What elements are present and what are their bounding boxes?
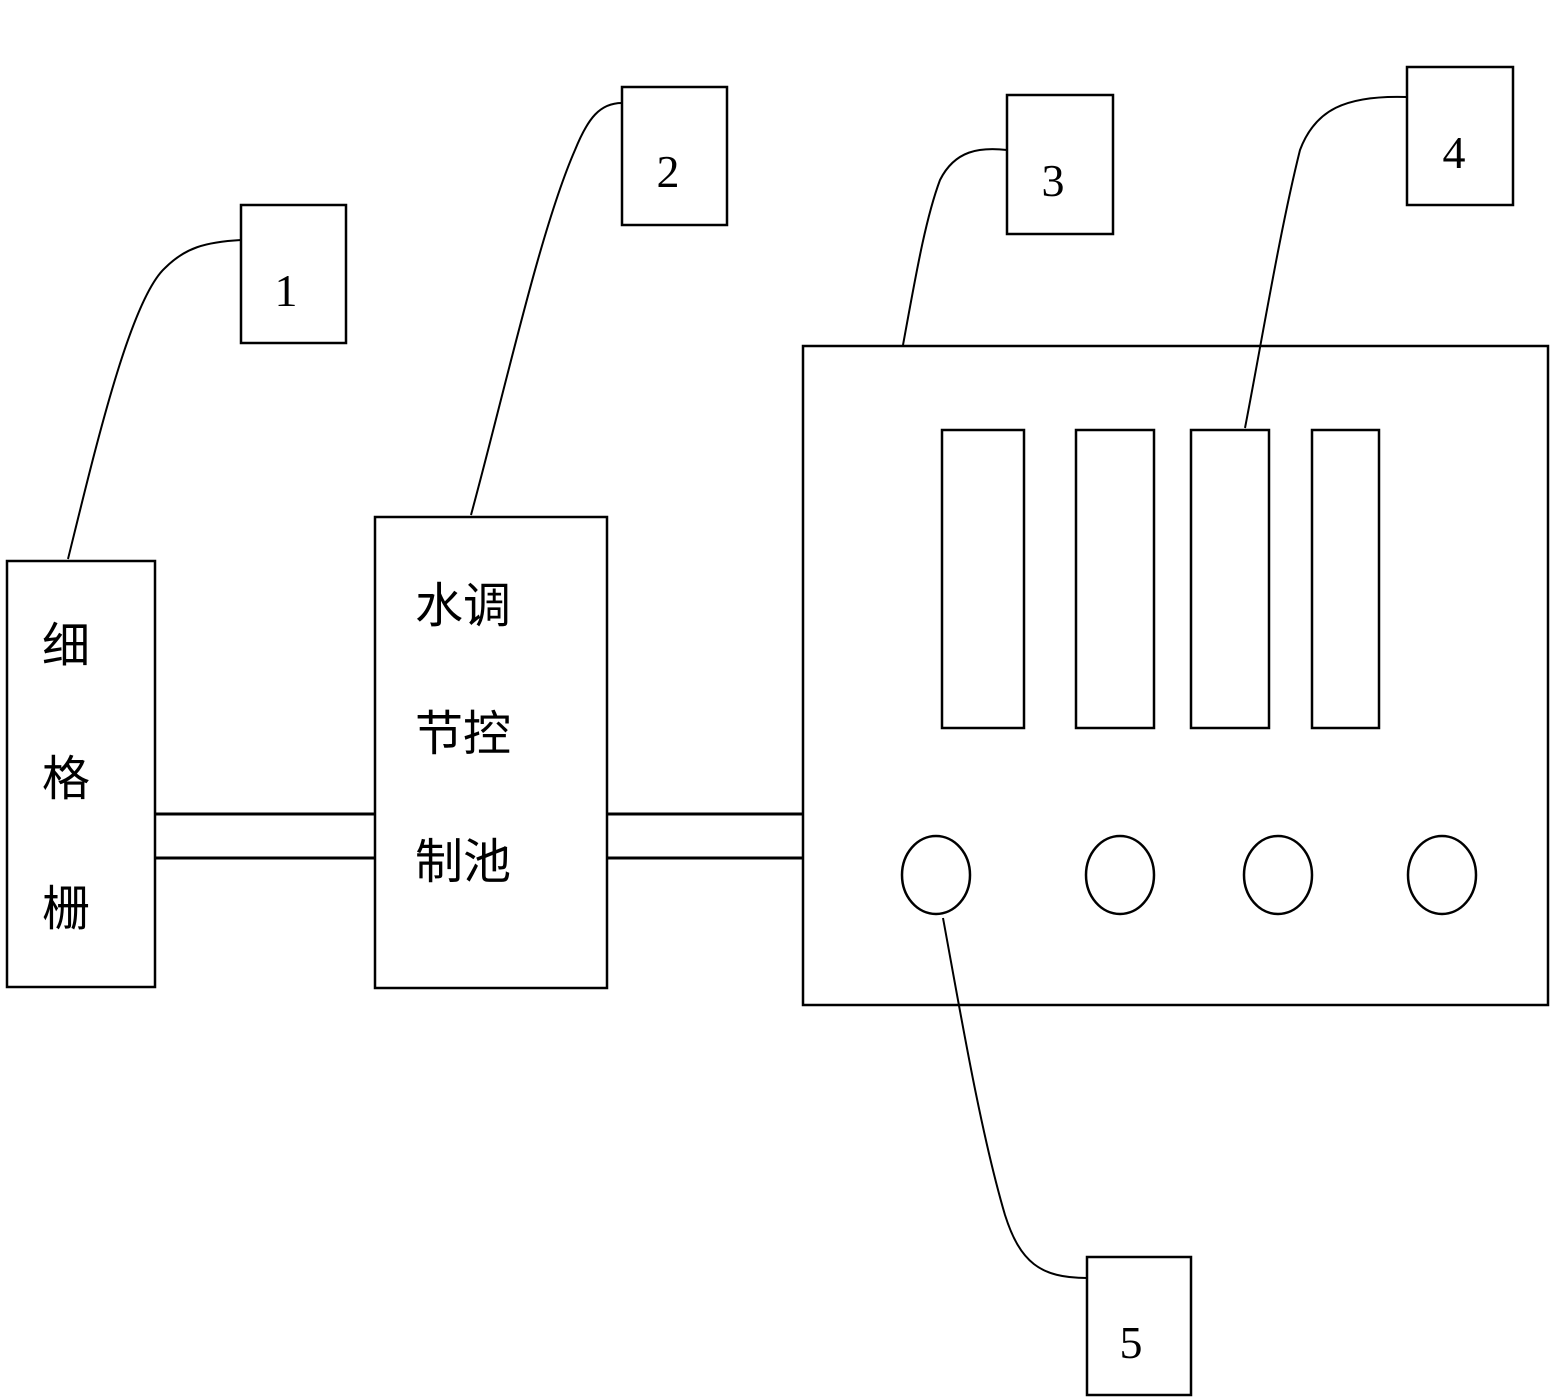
fine-screen-label-2: 格	[42, 751, 90, 807]
callout-1: 1	[239, 203, 348, 345]
leader-line-5	[942, 917, 1088, 1279]
module-3	[1189, 428, 1271, 730]
aerator-4	[1406, 834, 1478, 916]
callout-5-label: 5	[1120, 1317, 1143, 1368]
leader-line-1	[67, 239, 242, 560]
module-1	[940, 428, 1026, 730]
aerator-2	[1084, 834, 1156, 916]
callout-1-label: 1	[275, 265, 298, 316]
aerator-1	[900, 834, 972, 916]
callout-3: 3	[1005, 93, 1115, 236]
regulating-tank-label-1: 水调	[415, 578, 511, 634]
callout-4: 4	[1405, 65, 1515, 207]
module-4	[1310, 428, 1381, 730]
callout-3-label: 3	[1042, 155, 1065, 206]
pipe-screen-to-tank	[155, 812, 375, 860]
regulating-tank-block: 水调 节控 制池	[373, 515, 609, 990]
leader-line-4	[1244, 95, 1408, 429]
pipe-tank-to-reactor	[607, 812, 803, 860]
aerator-3	[1242, 834, 1314, 916]
fine-screen-block: 细 格 栅	[5, 559, 157, 989]
fine-screen-label-1: 细	[42, 618, 90, 674]
callout-5: 5	[1085, 1255, 1193, 1397]
leader-line-3	[902, 148, 1008, 346]
module-2	[1074, 428, 1156, 730]
callout-2-label: 2	[657, 146, 680, 197]
reactor-block	[801, 344, 1550, 1007]
leader-line-2	[470, 102, 623, 516]
regulating-tank-label-3: 制池	[415, 834, 511, 890]
fine-screen-label-3: 栅	[42, 881, 90, 937]
callout-4-label: 4	[1443, 127, 1466, 178]
regulating-tank-label-2: 节控	[415, 706, 511, 762]
callout-2: 2	[620, 85, 729, 227]
